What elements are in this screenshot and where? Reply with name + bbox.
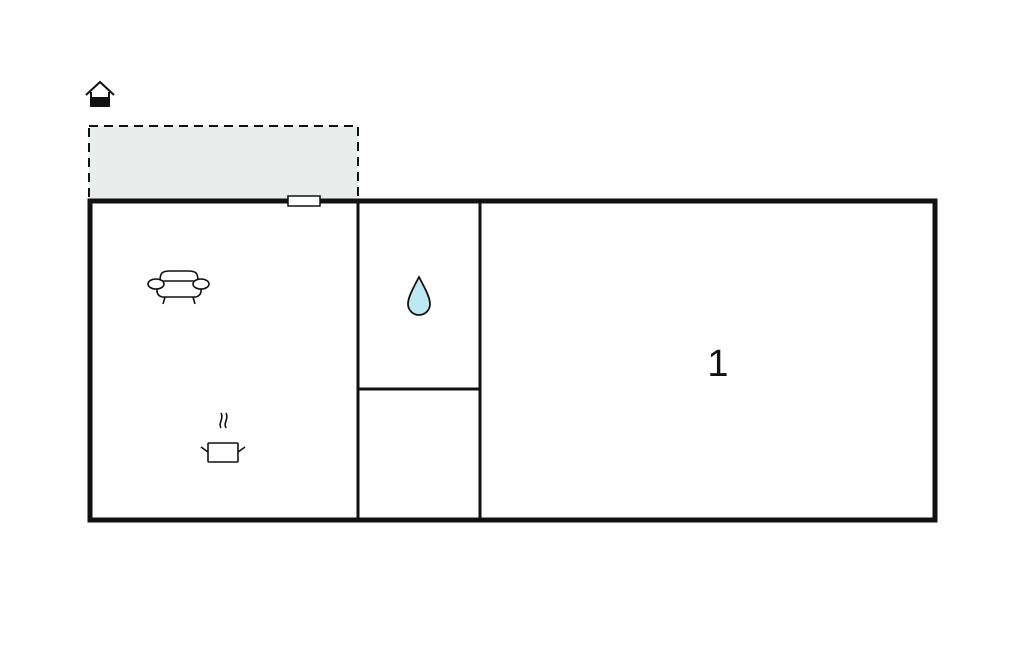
door-opening [287, 195, 321, 207]
water-drop-icon [407, 275, 431, 316]
room-label-bedroom: 1 [707, 343, 728, 385]
outer-walls [87, 198, 938, 523]
house-entrance-icon [85, 80, 115, 107]
sofa-icon [147, 270, 210, 305]
terrace [88, 125, 359, 201]
cooking-pot-icon [200, 412, 246, 463]
